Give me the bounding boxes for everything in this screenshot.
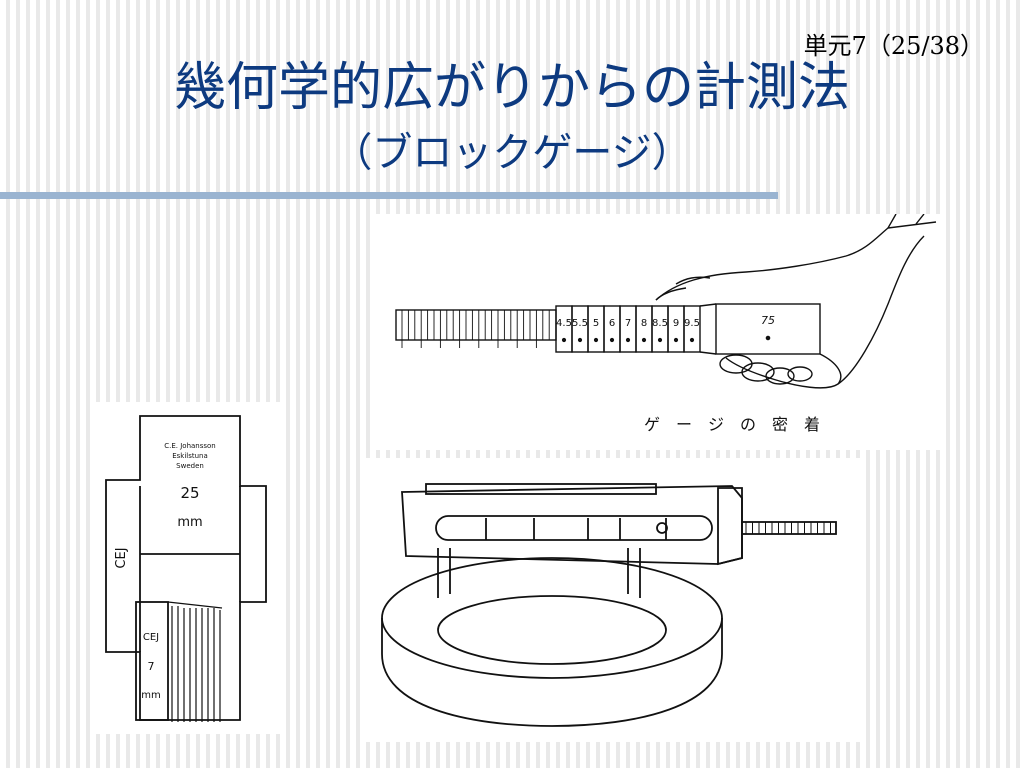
gauge-block-dot	[577, 337, 583, 343]
gauge-block-dot	[689, 337, 695, 343]
gauge-block-dot	[657, 337, 663, 343]
small-block-unit: mm	[141, 690, 160, 701]
gauge-block-dot	[609, 337, 615, 343]
block-side-mark: CEJ	[114, 547, 129, 568]
gauge-block-dot	[593, 337, 599, 343]
johansson-block-illustration: C.E. Johansson Eskilstuna Sweden 25 mm C…	[105, 415, 267, 722]
maker-line-2: Eskilstuna	[172, 452, 208, 460]
gauge-block-8	[667, 305, 685, 353]
gauge-block-dot	[641, 337, 647, 343]
gauge-block-dot	[625, 337, 631, 343]
slide-subtitle: （ブロックゲージ）	[332, 130, 692, 176]
gauge-holder-frame	[401, 485, 743, 565]
gauge-block-6	[635, 305, 653, 353]
gauge-block-7	[651, 305, 669, 353]
gauge-block-3	[587, 305, 605, 353]
ring-top-outer	[381, 557, 723, 679]
stack-top-edge	[699, 303, 717, 307]
gauge-block-label: 9.5	[684, 318, 700, 329]
gauge-block-9	[683, 305, 701, 353]
slide-title: 幾何学的広がりからの計測法	[173, 58, 850, 118]
small-gauge-block	[135, 601, 169, 721]
gauge-block-dot	[561, 337, 567, 343]
holder-slot	[435, 515, 713, 541]
gauge-block-label: 8	[641, 318, 647, 329]
figure-caption: ゲ ー ジ の 密 着	[644, 415, 820, 434]
gauge-block-label: 7	[625, 318, 631, 329]
maker-line-1: C.E. Johansson	[164, 442, 216, 450]
ring-top-inner	[437, 595, 667, 665]
hand-upper-outline	[655, 221, 937, 301]
gauge-block-label: 5.5	[572, 318, 588, 329]
gauge-block-label: 8.5	[652, 318, 668, 329]
stack-bottom-edge	[699, 351, 717, 355]
gauge-block-1	[555, 305, 573, 353]
unit-label: 単元7（25/38）	[803, 32, 984, 60]
block-size-value: 25	[180, 484, 199, 502]
scriber-rod	[741, 521, 837, 535]
maker-line-3: Sweden	[176, 462, 204, 470]
gauge-block-label: 9	[673, 318, 679, 329]
ring-measurement-illustration	[381, 483, 837, 727]
ring-side	[381, 618, 723, 727]
gauge-block-dot	[673, 337, 679, 343]
thin-gauge-stack	[395, 309, 557, 341]
figure-ring-measurement	[366, 458, 862, 742]
top-gauge-stack	[425, 483, 657, 495]
large-gauge-block	[715, 303, 821, 355]
gauge-block-4	[603, 305, 621, 353]
gauge-block-5	[619, 305, 637, 353]
gauge-block-label: 5	[593, 318, 599, 329]
hand-lower-outline	[725, 353, 842, 389]
gauge-block-label: 6	[609, 318, 615, 329]
large-gauge-value: 75	[761, 314, 775, 327]
block-size-unit: mm	[177, 515, 202, 530]
title-rule	[0, 192, 778, 199]
figure-johansson-block: C.E. Johansson Eskilstuna Sweden 25 mm C…	[92, 402, 284, 734]
small-block-mark: CEJ	[143, 632, 159, 643]
gauge-block-label: 4.5	[556, 318, 572, 329]
small-block-value: 7	[148, 660, 155, 673]
gauge-block-2	[571, 305, 589, 353]
